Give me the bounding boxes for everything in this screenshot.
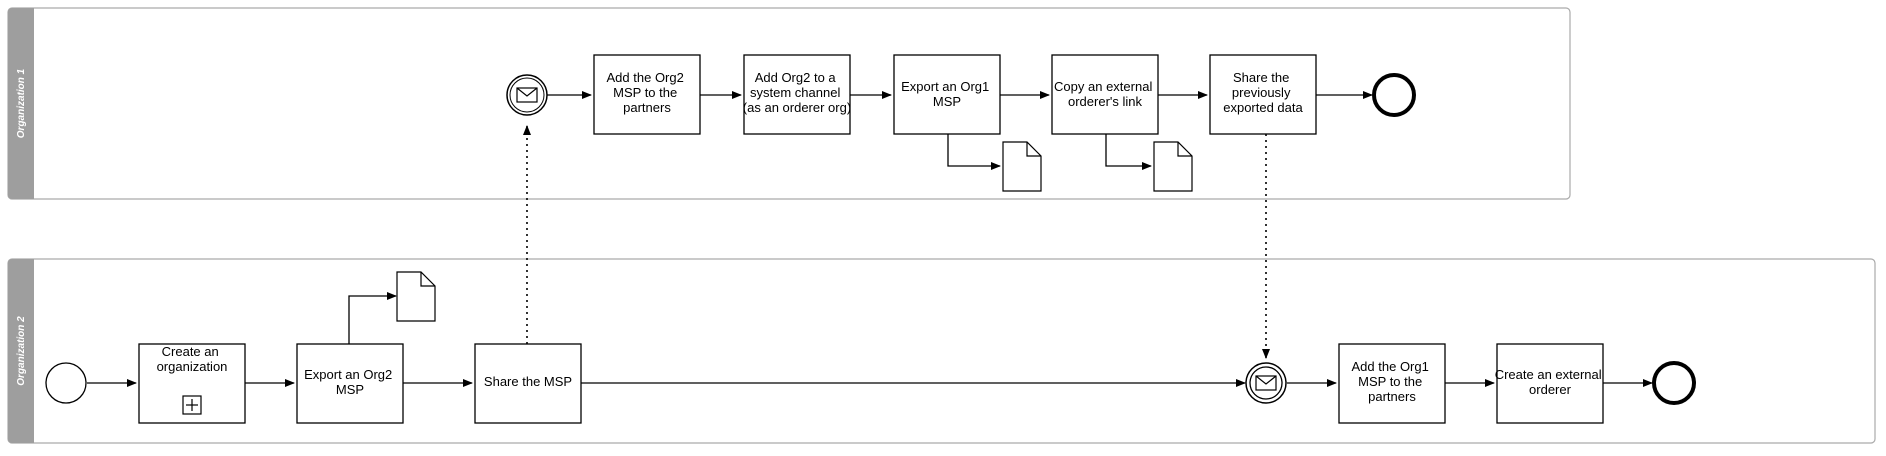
lane-1-label: Organization 1 (16, 68, 27, 138)
svg-text:Create an external order: Create an external orderer (1495, 367, 1606, 397)
task-line: Add the Org2 (607, 70, 684, 85)
svg-text:Export an Org2 MSP: Export an Org2 MSP (304, 367, 396, 397)
start-event-icon (45, 362, 87, 404)
svg-text:Add Org2 to a system cha: Add Org2 to a system channel (as an orde… (743, 70, 851, 115)
task-line: Create an external (1495, 367, 1602, 382)
task-line: Export an Org1 (901, 79, 989, 94)
svg-text:Share the MSP: Share the MSP (484, 374, 572, 389)
end-event-icon (1372, 73, 1416, 117)
task-add-org2-system-channel: Add Org2 to a system channel (as an orde… (743, 54, 851, 135)
data-association (348, 292, 397, 344)
data-associations-lane-1 (947, 134, 1152, 170)
task-export-org2-msp: Export an Org2 MSP (296, 343, 404, 424)
lane-2-label: Organization 2 (16, 316, 27, 386)
svg-text:Export an Org1 MSP: Export an Org1 MSP (901, 79, 993, 109)
task-line: MSP to the (613, 85, 677, 100)
task-line: system channel (750, 85, 840, 100)
task-line: MSP to the (1358, 374, 1422, 389)
task-line: MSP (336, 382, 364, 397)
data-object-icon (1153, 141, 1193, 192)
task-line: partners (1368, 389, 1416, 404)
task-create-organization: Create an organization (138, 343, 246, 424)
task-line: organization (157, 359, 228, 374)
task-line: Share the (1233, 70, 1289, 85)
svg-text:Share the previously: Share the previously exported data (1223, 70, 1303, 115)
task-line: partners (623, 100, 671, 115)
task-add-org1-msp: Add the Org1 MSP to the partners (1338, 343, 1446, 424)
data-object-icon (1002, 141, 1042, 192)
task-line: MSP (933, 94, 961, 109)
task-line: orderer (1529, 382, 1572, 397)
end-event-icon (1652, 361, 1696, 405)
task-share-msp: Share the MSP (474, 343, 582, 424)
task-line: Share the MSP (484, 374, 572, 389)
svg-text:Add the Org1 MSP to the: Add the Org1 MSP to the partners (1352, 359, 1433, 404)
task-line: previously (1232, 85, 1291, 100)
subprocess-marker-icon (182, 395, 202, 415)
task-line: orderer's link (1068, 94, 1143, 109)
svg-text:Create an organization: Create an organization (157, 344, 228, 374)
svg-text:Copy an external orderer: Copy an external orderer's link (1054, 79, 1156, 109)
task-line: Export an Org2 (304, 367, 392, 382)
task-create-external-orderer: Create an external orderer (1495, 343, 1606, 424)
task-line: Add the Org1 (1352, 359, 1429, 374)
task-line: Copy an external (1054, 79, 1152, 94)
message-intermediate-event-icon (1245, 362, 1287, 404)
task-line: exported data (1223, 100, 1303, 115)
task-share-exported-data: Share the previously exported data (1209, 54, 1317, 135)
message-flows (523, 125, 1270, 359)
task-line: Create an (162, 344, 219, 359)
data-object-icon (396, 271, 436, 322)
task-add-org2-msp: Add the Org2 MSP to the partners (593, 54, 701, 135)
task-export-org1-msp: Export an Org1 MSP (893, 54, 1001, 135)
task-line: (as an orderer org) (743, 100, 851, 115)
message-start-event-icon (506, 74, 548, 116)
task-copy-orderer-link: Copy an external orderer's link (1051, 54, 1159, 135)
svg-text:Add the Org2 MSP to the: Add the Org2 MSP to the partners (607, 70, 688, 115)
task-line: Add Org2 to a (755, 70, 837, 85)
